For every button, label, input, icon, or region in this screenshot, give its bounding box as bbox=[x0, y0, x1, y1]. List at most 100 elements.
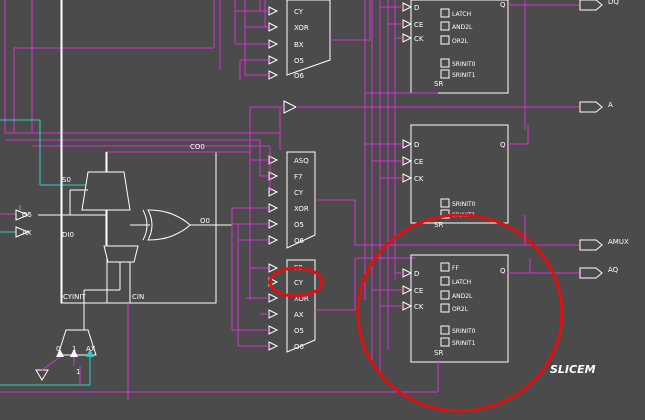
ff-bot-q-label: Q bbox=[500, 267, 506, 275]
ff-mid-q-label: Q bbox=[500, 141, 506, 149]
di0-label: DI0 bbox=[62, 231, 74, 239]
ff-bot-d-label: D bbox=[414, 270, 419, 278]
ff-bot-ce-arrow-icon bbox=[402, 285, 413, 295]
mux-bot-input-3: AX bbox=[294, 311, 304, 319]
mux-mid-input-2: CY bbox=[294, 189, 304, 197]
mux-bot-o5-arrow-icon bbox=[268, 325, 279, 335]
ff-mid-sr-label: SR bbox=[434, 221, 443, 229]
ff-bot-latch-checkbox[interactable] bbox=[440, 276, 450, 286]
ff-mid-srinit1-checkbox[interactable] bbox=[440, 209, 450, 219]
inputax-marker-icon bbox=[86, 349, 94, 357]
ff-bot-ff-checkbox[interactable] bbox=[440, 262, 450, 272]
ff-top-or2l-checkbox[interactable] bbox=[440, 35, 450, 45]
cyinit-in1-label: 1 bbox=[72, 345, 76, 353]
ff-top-opt-2: OR2L bbox=[452, 38, 469, 45]
output-a-label: A bbox=[608, 101, 613, 109]
mux-top-o5-arrow-icon bbox=[268, 55, 279, 65]
ff-mid-box bbox=[410, 124, 509, 224]
ff-top-init-0: SRINIT0 bbox=[452, 61, 476, 68]
mux-bot-input-2: XOR bbox=[294, 295, 309, 303]
mux-top-input-0: CY bbox=[294, 8, 304, 16]
s0-label: S0 bbox=[62, 176, 71, 184]
mux-mid-input-5: O6 bbox=[294, 237, 305, 245]
ff-top-d-label: D bbox=[414, 4, 419, 12]
output-aq-label: AQ bbox=[608, 266, 619, 274]
ff-bot-ce-label: CE bbox=[414, 287, 423, 295]
ff-top-ck-arrow-icon bbox=[402, 33, 413, 43]
top-mux-group: CY XOR BX O5 O6 bbox=[234, 0, 371, 80]
ff-top-srinit0-checkbox[interactable] bbox=[440, 58, 450, 68]
ff-bot-and2l-checkbox[interactable] bbox=[440, 290, 450, 300]
ax-buffer-icon bbox=[15, 226, 30, 238]
o5-buffer-icon bbox=[15, 209, 30, 221]
ff-mid-ce-arrow-icon bbox=[402, 156, 413, 166]
amux-output-port-icon bbox=[579, 239, 603, 251]
a-output: A bbox=[579, 101, 613, 113]
ff-top-ce-arrow-icon bbox=[402, 19, 413, 29]
cyinit-select-mux bbox=[103, 245, 139, 263]
carry-box: CO0 S0 DI0 O0 CYINIT CIN bbox=[60, 0, 250, 330]
dq-output-port-icon bbox=[579, 0, 603, 11]
ff-mid-ck-label: CK bbox=[414, 175, 424, 183]
cyinit-below-label: 1 bbox=[76, 368, 80, 376]
mux-bot-input-4: O5 bbox=[294, 327, 304, 335]
ff-top-box bbox=[410, 0, 509, 94]
ff-top-and2l-checkbox[interactable] bbox=[440, 21, 450, 31]
output-amux-label: AMUX bbox=[608, 238, 629, 246]
mux-mid-input-4: O5 bbox=[294, 221, 304, 229]
left-wires bbox=[0, 0, 280, 186]
ff-bot-srinit0-checkbox[interactable] bbox=[440, 325, 450, 335]
mux-top-o6-arrow-icon bbox=[268, 70, 279, 80]
ff-top-q-label: Q bbox=[500, 1, 506, 9]
mux-bot-o6-arrow-icon bbox=[268, 341, 279, 351]
ff-top-ck-label: CK bbox=[414, 35, 424, 43]
ff-bot-sr-label: SR bbox=[434, 349, 443, 357]
ff-mid: D CE CK Q SR SRINIT0 SRINIT1 bbox=[365, 124, 529, 229]
slicem-caption: SLICEM bbox=[550, 363, 596, 376]
amux-output: AMUX bbox=[579, 238, 629, 251]
a-buffer-icon bbox=[283, 100, 298, 114]
mux-bot-xor-arrow-icon bbox=[268, 293, 279, 303]
mux-mid-input-1: F7 bbox=[294, 173, 302, 181]
ff-top-ce-label: CE bbox=[414, 21, 423, 29]
mux-mid-o5-arrow-icon bbox=[268, 219, 279, 229]
ff-top-d-arrow-icon bbox=[402, 2, 413, 12]
co0-label: CO0 bbox=[190, 143, 205, 151]
ff-bot-ck-arrow-icon bbox=[402, 301, 413, 311]
bot-output-mux bbox=[286, 259, 316, 353]
cyinit-mux bbox=[57, 329, 97, 356]
mux-top-input-1: XOR bbox=[294, 24, 309, 32]
ff-bot-srinit1-checkbox[interactable] bbox=[440, 337, 450, 347]
ff-top-init-1: SRINIT1 bbox=[452, 72, 476, 79]
mux-mid-xor-arrow-icon bbox=[268, 203, 279, 213]
mux-top-cy-arrow-icon bbox=[268, 6, 279, 16]
cyinit-inax-label: AX bbox=[86, 345, 96, 353]
cyinit-label: CYINIT bbox=[63, 293, 86, 301]
ff-top-opt-1: AND2L bbox=[452, 24, 473, 31]
ff-bot-opt-2: AND2L bbox=[452, 293, 473, 300]
o0-label: O0 bbox=[200, 217, 210, 225]
mux-top-input-4: O6 bbox=[294, 72, 305, 80]
ff-top-srinit1-checkbox[interactable] bbox=[440, 69, 450, 79]
mux-bot-f8-arrow-icon bbox=[268, 263, 279, 273]
mux-bot-ax-arrow-icon bbox=[268, 309, 279, 319]
input1-marker-icon bbox=[70, 349, 78, 357]
xor-gate bbox=[147, 209, 191, 241]
cyinit-mux-group: 0 1 AX 1 bbox=[0, 303, 438, 400]
mux-top-xor-arrow-icon bbox=[268, 22, 279, 32]
ground-icon bbox=[35, 369, 49, 381]
ff-mid-ck-arrow-icon bbox=[402, 173, 413, 183]
ff-highlight-circle bbox=[356, 213, 564, 413]
aq-output: AQ bbox=[579, 266, 619, 279]
ff-bot-ck-label: CK bbox=[414, 303, 424, 311]
ff-mid-srinit0-checkbox[interactable] bbox=[440, 198, 450, 208]
bot-mux-group: F8 CY XOR AX O5 O6 bbox=[232, 257, 415, 353]
ff-bot-opt-1: LATCH bbox=[452, 279, 471, 286]
ff-bot-opt-0: FF bbox=[452, 265, 459, 272]
ff-top-latch-checkbox[interactable] bbox=[440, 8, 450, 18]
ff-bot-or2l-checkbox[interactable] bbox=[440, 303, 450, 313]
mux-mid-cy-arrow-icon bbox=[268, 187, 279, 197]
carry-mux bbox=[81, 171, 131, 211]
a-output-port-icon bbox=[579, 101, 603, 113]
